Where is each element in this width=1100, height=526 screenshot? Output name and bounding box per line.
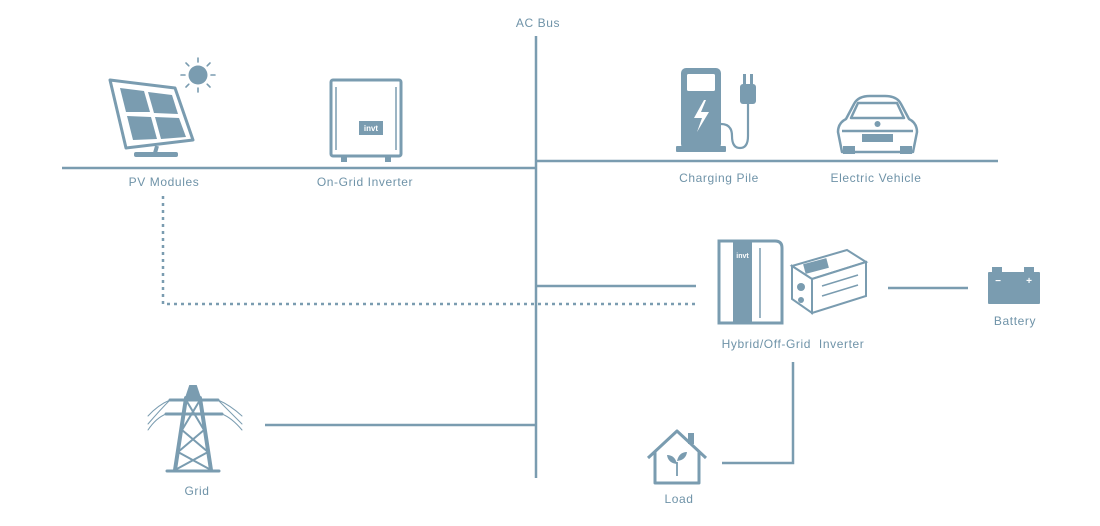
on-grid-inverter-label: On-Grid Inverter bbox=[316, 175, 414, 189]
off-grid-inverter-icon bbox=[789, 248, 869, 315]
invt-logo-icon: invt bbox=[736, 253, 749, 260]
charging-pile-icon bbox=[676, 68, 756, 152]
transmission-tower-icon bbox=[147, 385, 243, 473]
ac-bus-label: AC Bus bbox=[515, 16, 561, 30]
battery-icon: − + bbox=[988, 267, 1040, 304]
pv-dc-dotted-line bbox=[161, 196, 696, 306]
battery-plus-icon: + bbox=[1026, 276, 1032, 287]
hybrid-inverter-label: Hybrid/Off-Grid Inverter bbox=[721, 337, 865, 351]
invt-logo-icon: invt bbox=[364, 124, 379, 133]
hybrid-inverter-icon: invt bbox=[717, 239, 784, 325]
on-grid-inverter-icon: invt bbox=[329, 78, 403, 162]
electric-vehicle-label: Electric Vehicle bbox=[830, 171, 922, 185]
battery-minus-icon: − bbox=[995, 276, 1001, 287]
battery-label: Battery bbox=[993, 314, 1037, 328]
pv-modules-label: PV Modules bbox=[128, 175, 200, 189]
load-label: Load bbox=[664, 492, 694, 506]
charging-pile-label: Charging Pile bbox=[679, 171, 759, 185]
electric-vehicle-icon bbox=[836, 94, 919, 154]
grid-label: Grid bbox=[184, 484, 210, 498]
house-load-icon bbox=[646, 429, 708, 485]
load-link-line bbox=[722, 362, 795, 465]
connection-lines bbox=[62, 36, 998, 478]
solar-panel-icon bbox=[108, 78, 195, 157]
sun-icon bbox=[180, 57, 216, 93]
